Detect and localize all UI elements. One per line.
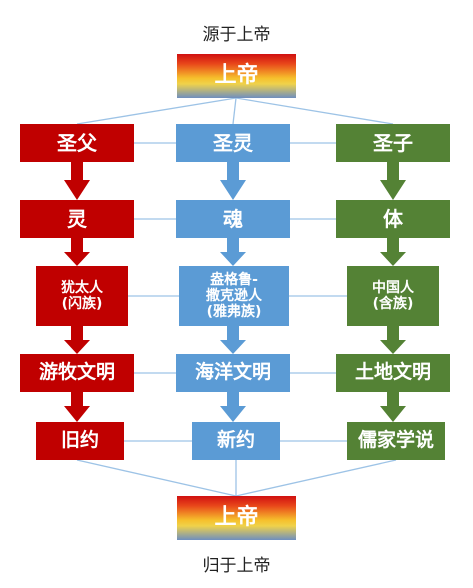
canon-old-testament-box: 旧约 xyxy=(36,422,124,460)
people-chinese-line2: (含族) xyxy=(372,296,414,312)
people-chinese-box: 中国人 (含族) xyxy=(347,266,439,326)
bottom-caption: 归于上帝 xyxy=(202,556,271,576)
trinity-father-box: 圣父 xyxy=(20,124,134,162)
civilization-nomadic-box: 游牧文明 xyxy=(20,354,134,392)
canon-confucian-box: 儒家学说 xyxy=(347,422,445,460)
people-jewish-line1: 犹太人 xyxy=(61,279,103,296)
people-anglo-line2: 撒克逊人 xyxy=(206,287,262,304)
people-jewish-box: 犹太人 (闪族) xyxy=(36,266,128,326)
component-soul-box: 魂 xyxy=(176,200,290,238)
people-chinese-line1: 中国人 xyxy=(372,279,414,296)
people-jewish-line2: (闪族) xyxy=(61,296,103,312)
canon-new-testament-box: 新约 xyxy=(192,422,280,460)
arrow-group xyxy=(64,162,406,422)
god-box-top: 上帝 xyxy=(177,54,296,98)
people-anglo-saxon-box: 盎格鲁- 撒克逊人 (雅弗族) xyxy=(179,266,289,326)
component-body-box: 体 xyxy=(336,200,450,238)
top-caption: 源于上帝 xyxy=(202,25,271,45)
component-spirit-box: 灵 xyxy=(20,200,134,238)
civilization-land-box: 土地文明 xyxy=(336,354,450,392)
god-box-bottom: 上帝 xyxy=(177,496,296,540)
people-anglo-line1: 盎格鲁- xyxy=(210,271,258,288)
civilization-ocean-box: 海洋文明 xyxy=(176,354,290,392)
trinity-spirit-box: 圣灵 xyxy=(176,124,290,162)
trinity-son-box: 圣子 xyxy=(336,124,450,162)
people-anglo-line3: (雅弗族) xyxy=(206,304,262,321)
